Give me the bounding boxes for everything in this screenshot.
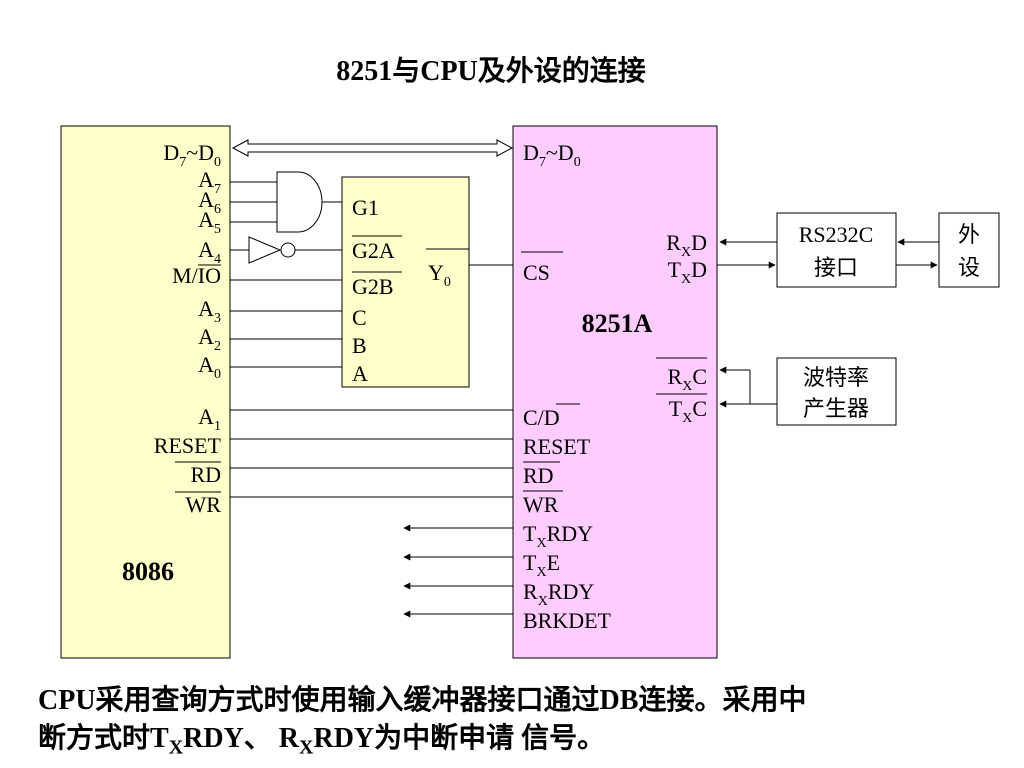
interface-diagram: 8251与CPU及外设的连接 8086 D7~D0 A7 A6 A5 A4 M/… bbox=[60, 54, 1000, 659]
cpu-pin-wr: WR bbox=[186, 492, 222, 517]
caption-line-1: CPU采用查询方式时使用输入缓冲器接口通过DB连接。采用中 bbox=[38, 685, 807, 716]
decoder-input-g1: G1 bbox=[352, 195, 379, 220]
cpu-pin-a0: A0 bbox=[198, 352, 221, 382]
cpu-box bbox=[60, 125, 231, 659]
decoder-box bbox=[341, 176, 470, 388]
cpu-pin-a2: A2 bbox=[198, 324, 221, 354]
cpu-name: 8086 bbox=[122, 557, 174, 586]
inverter-gate bbox=[248, 236, 282, 264]
usart-pin-rd: RD bbox=[523, 463, 554, 488]
usart-box bbox=[512, 125, 718, 659]
usart-pin-txd: TXD bbox=[668, 257, 707, 287]
usart-pin-txrdy: TXRDY bbox=[523, 521, 593, 551]
usart-pin-reset: RESET bbox=[523, 434, 591, 459]
and-gate bbox=[276, 171, 323, 233]
decoder-input-g2a: G2A bbox=[352, 238, 395, 263]
baud-box bbox=[776, 357, 897, 426]
baud-line1: 波特率 bbox=[803, 365, 869, 390]
usart-pin-cs: CS bbox=[523, 260, 550, 285]
cpu-pin-a3: A3 bbox=[198, 296, 221, 326]
baud-line2: 产生器 bbox=[803, 396, 869, 421]
usart-pin-rxd: RXD bbox=[666, 230, 707, 260]
usart-pin-rxrdy: RXRDY bbox=[523, 579, 594, 609]
cpu-pin-mio: M/IO bbox=[172, 263, 221, 288]
usart-pin-brkdet: BRKDET bbox=[523, 608, 612, 633]
peripheral-line2: 设 bbox=[958, 255, 980, 280]
rs232-box bbox=[776, 212, 897, 288]
cpu-pin-a7: A7 bbox=[198, 167, 221, 197]
decoder-input-c: C bbox=[352, 305, 367, 330]
caption: CPU采用查询方式时使用输入缓冲器接口通过DB连接。采用中 断方式时TXRDY、… bbox=[38, 682, 998, 767]
usart-pin-d7d0: D7~D0 bbox=[523, 140, 581, 170]
usart-name: 8251A bbox=[582, 309, 653, 338]
cpu-pin-a6: A6 bbox=[198, 187, 221, 217]
caption-line-2: 断方式时TXRDY、 RXRDY为中断申请 信号。 bbox=[38, 723, 606, 759]
decoder-input-a: A bbox=[352, 361, 368, 386]
usart-pin-rxc: RXC bbox=[668, 364, 708, 394]
usart-pin-cd: C/D bbox=[523, 405, 560, 430]
data-bus-arrow bbox=[231, 139, 514, 157]
peripheral-line1: 外 bbox=[958, 222, 980, 247]
cpu-pin-reset: RESET bbox=[154, 433, 222, 458]
decoder-input-g2b: G2B bbox=[352, 274, 394, 299]
decoder-input-b: B bbox=[352, 333, 367, 358]
diagram-title: 8251与CPU及外设的连接 bbox=[336, 54, 646, 87]
cpu-pin-rd: RD bbox=[190, 462, 221, 487]
rs232-line1: RS232C bbox=[799, 222, 874, 247]
rs232-line2: 接口 bbox=[814, 255, 858, 280]
usart-pin-txc: TXC bbox=[669, 396, 707, 426]
cpu-pin-a5: A5 bbox=[198, 207, 221, 237]
cpu-pin-a4: A4 bbox=[198, 237, 221, 267]
usart-pin-wr: WR bbox=[523, 492, 559, 517]
decoder-output-y0: Y0 bbox=[428, 260, 451, 290]
cpu-pin-a1: A1 bbox=[198, 404, 221, 434]
usart-pin-txe: TXE bbox=[523, 550, 560, 580]
peripheral-box bbox=[938, 212, 1000, 288]
inverter-bubble bbox=[280, 242, 296, 258]
cpu-pin-d7d0: D7~D0 bbox=[163, 140, 221, 170]
